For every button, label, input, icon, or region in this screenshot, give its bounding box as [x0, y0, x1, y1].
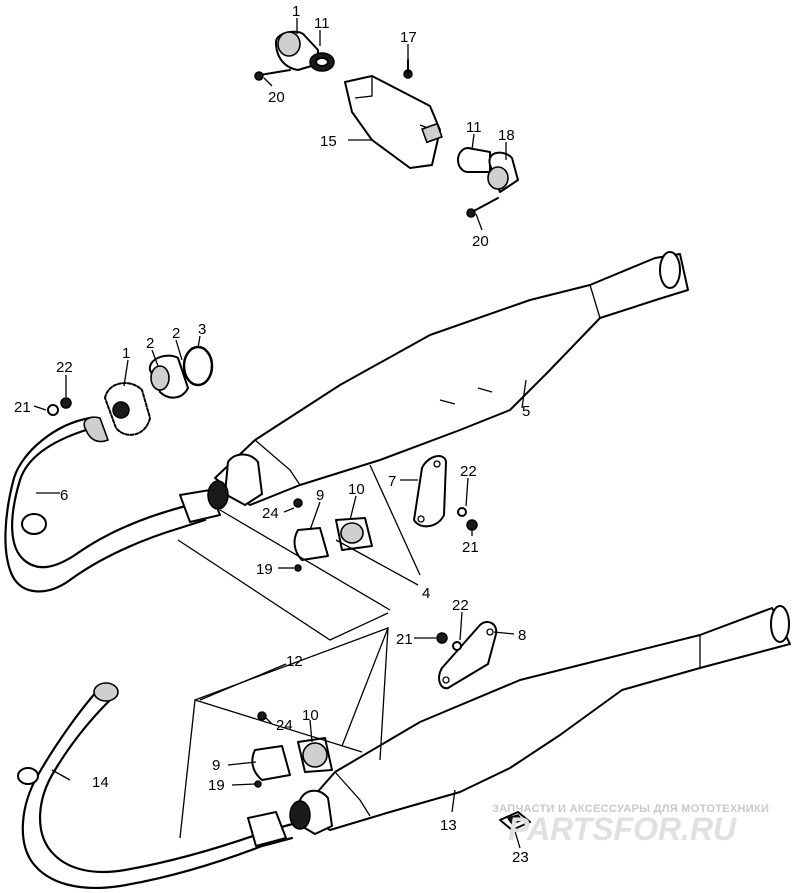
label-part-18: 18 [498, 127, 515, 144]
label-part-11: 11 [314, 15, 330, 32]
collar-and-clamp-mid [457, 147, 519, 218]
heat-shield-upper [344, 59, 443, 169]
label-part-6: 6 [60, 487, 68, 504]
label-part-10: 10 [348, 481, 365, 498]
label-part-19: 19 [256, 561, 273, 578]
upper-bracket [413, 455, 478, 531]
label-part-22: 22 [452, 597, 469, 614]
watermark-brand: PARTSFOR.RU [508, 811, 737, 847]
label-part-19: 19 [208, 777, 225, 794]
lower-group-outline [179, 627, 389, 839]
label-part-7: 7 [388, 473, 396, 490]
label-part-9: 9 [316, 487, 324, 504]
label-part-23: 23 [512, 849, 529, 866]
label-part-9: 9 [212, 757, 220, 774]
label-part-24: 24 [262, 505, 279, 522]
label-part-3: 3 [198, 321, 206, 338]
label-part-1: 1 [122, 345, 130, 362]
watermark-tagline: ЗАПЧАСТИ И АКСЕССУАРЫ ДЛЯ МОТОТЕХНИКИ [492, 803, 769, 815]
label-part-21: 21 [462, 539, 479, 556]
label-part-22: 22 [460, 463, 477, 480]
label-part-12: 12 [286, 653, 303, 670]
label-part-17: 17 [400, 29, 417, 46]
gasket-ring-and-flange [47, 345, 214, 436]
label-part-14: 14 [92, 774, 109, 791]
leader-lines [33, 18, 527, 849]
label-part-20: 20 [472, 233, 489, 250]
label-part-13: 13 [440, 817, 457, 834]
label-part-1: 1 [292, 3, 300, 20]
lower-header-pipe [17, 682, 311, 889]
label-part-21: 21 [396, 631, 413, 648]
label-part-22: 22 [56, 359, 73, 376]
label-part-8: 8 [518, 627, 526, 644]
label-part-15: 15 [320, 133, 337, 150]
label-part-24: 24 [276, 717, 293, 734]
lower-muffler [297, 605, 791, 835]
lower-clamp-set [251, 711, 333, 788]
label-part-10: 10 [302, 707, 319, 724]
label-part-11: 11 [466, 119, 482, 136]
rubber-mount-part [499, 811, 531, 831]
upper-clamp-set [293, 498, 373, 572]
lower-bracket [436, 621, 498, 690]
label-part-21: 21 [14, 399, 31, 416]
label-part-4: 4 [422, 585, 430, 602]
upper-muffler [214, 251, 689, 506]
label-part-20: 20 [268, 89, 285, 106]
label-part-5: 5 [522, 403, 530, 420]
top-collar-assembly [254, 30, 335, 81]
label-part-2: 2 [146, 335, 154, 352]
upper-header-pipe [4, 416, 229, 593]
label-part-2: 2 [172, 325, 180, 342]
callout-labels: 1 11 20 17 15 11 18 20 3 2 2 1 22 21 6 5… [14, 3, 530, 866]
upper-group-outline [177, 464, 421, 641]
watermark: ЗАПЧАСТИ И АКСЕССУАРЫ ДЛЯ МОТОТЕХНИКИ PA… [492, 803, 769, 847]
